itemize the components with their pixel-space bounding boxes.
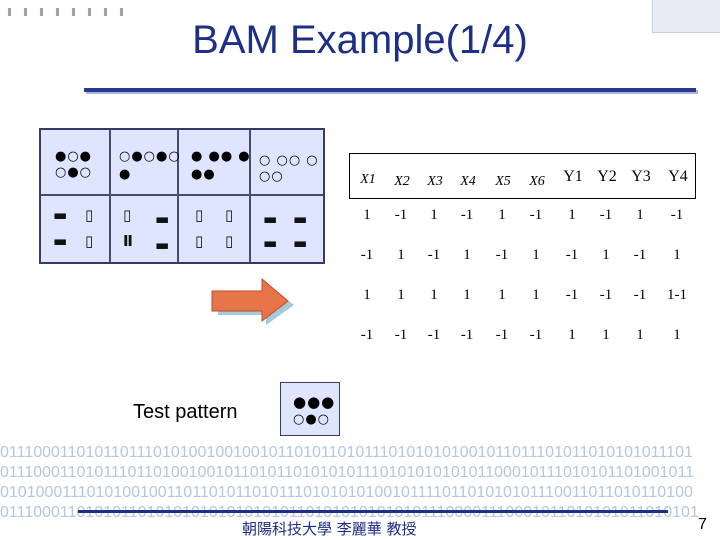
decorative-corner-box	[652, 0, 720, 33]
table-cell: -1	[670, 207, 684, 223]
y-pattern-4-a: ▬	[263, 210, 278, 228]
header-x1: X1	[360, 172, 376, 187]
x-pattern-4-row1: ○ ○○ ○	[259, 153, 319, 168]
table-cell: -1	[495, 327, 509, 343]
test-pattern-row1: ●●●	[293, 393, 336, 411]
y-pattern-3-a: ▯	[195, 206, 204, 224]
header-x6: X6	[529, 174, 545, 189]
table-cell: -1	[427, 327, 441, 343]
y-pattern-4-b: ▬	[293, 210, 308, 228]
binary-line: 0111000110101101110101001001001011010110…	[0, 444, 693, 461]
table-cell: 1	[568, 207, 576, 223]
grid-divider	[41, 194, 323, 196]
grid-divider	[109, 130, 111, 262]
header-y3: Y3	[631, 168, 651, 185]
table-cell: -1	[599, 287, 613, 303]
binary-line: 0101000111010100100110110101101011101010…	[0, 484, 693, 501]
table-cell: -1	[394, 207, 408, 223]
table-cell: 1	[636, 207, 644, 223]
table-cell: -1	[529, 207, 543, 223]
test-pattern-row2: ○●○	[293, 412, 331, 427]
table-header: X1 X2 X3 X4 X5 X6 Y1 Y2 Y3 Y4	[349, 153, 696, 199]
slide-title: BAM Example(1/4)	[192, 18, 528, 62]
x-pattern-4-row2: ○○	[259, 169, 284, 184]
binary-background: 0111000110101101110101001001001011010110…	[0, 440, 720, 540]
table-cell: 1	[430, 287, 438, 303]
table-cell: -1	[495, 247, 509, 263]
test-pattern-label: Test pattern	[133, 401, 238, 423]
header-x4: X4	[460, 174, 476, 189]
y-pattern-1-c: ▯	[85, 206, 94, 224]
table-cell: 1	[636, 327, 644, 343]
y-pattern-3-b: ▯	[225, 206, 234, 224]
y-pattern-1-a: ▬	[53, 206, 68, 224]
table-cell: 1	[397, 247, 405, 263]
table-cell: 1	[568, 327, 576, 343]
table-cell: 1	[397, 287, 405, 303]
table-cell: -1	[529, 327, 543, 343]
test-pattern-box: ●●● ○●○	[280, 382, 340, 436]
table-cell: -1	[633, 247, 647, 263]
y-pattern-3-d: ▯	[225, 232, 234, 250]
table-cell: -1	[565, 247, 579, 263]
title-underline	[84, 88, 696, 92]
binary-line: 0111000110101110110100100101101011010101…	[0, 464, 695, 481]
table-cell: 1	[498, 287, 506, 303]
table-cell: 1-1	[667, 287, 687, 303]
table-cell: -1	[360, 247, 374, 263]
x-pattern-3-row1: ● ●● ●	[191, 149, 251, 164]
footer-rule	[78, 510, 668, 513]
footer-author: 朝陽科技大學 李麗華 教授	[240, 518, 419, 539]
table-cell: 1	[673, 327, 681, 343]
table-cell: -1	[599, 207, 613, 223]
header-y1: Y1	[563, 168, 583, 185]
decorative-dashes	[8, 8, 138, 18]
y-pattern-3-c: ▯	[195, 232, 204, 250]
grid-divider	[177, 130, 179, 262]
table-cell: 1	[463, 247, 471, 263]
grid-divider	[249, 130, 251, 262]
table-cell: -1	[360, 327, 374, 343]
table-cell: -1	[460, 327, 474, 343]
page-number: 7	[698, 516, 707, 533]
y-pattern-1-d: ▯	[85, 232, 94, 250]
table-cell: -1	[427, 247, 441, 263]
table-cell: -1	[633, 287, 647, 303]
header-x2: X2	[394, 174, 410, 189]
pattern-grid: ●○● ○●○ ○●○●○ ● ● ●● ● ●● ○ ○○ ○ ○○ ▬ ▬ …	[39, 128, 325, 264]
header-y4: Y4	[668, 168, 688, 185]
x-pattern-1-row2: ○●○	[55, 165, 93, 180]
table-cell: 1	[602, 247, 610, 263]
x-pattern-1-row1: ●○●	[55, 149, 93, 164]
arrow-right-icon	[211, 277, 294, 325]
table-cell: 1	[673, 247, 681, 263]
x-pattern-2-row2: ●	[119, 167, 132, 182]
header-y2: Y2	[597, 168, 617, 185]
y-pattern-2-d: ▬	[155, 236, 170, 254]
header-x5: X5	[495, 174, 511, 189]
y-pattern-4-d: ▬	[293, 234, 308, 252]
table-cell: 1	[463, 287, 471, 303]
table-cell: 1	[363, 207, 371, 223]
x-pattern-2-row1: ○●○●○	[119, 149, 181, 164]
table-cell: 1	[532, 247, 540, 263]
table-cell: -1	[394, 327, 408, 343]
table-cell: 1	[363, 287, 371, 303]
header-x3: X3	[427, 174, 443, 189]
table-cell: 1	[532, 287, 540, 303]
y-pattern-2-c: Ⅱ	[123, 232, 133, 250]
table-cell: 1	[498, 207, 506, 223]
table-cell: -1	[460, 207, 474, 223]
y-pattern-1-b: ▬	[53, 232, 68, 250]
y-pattern-2-a: ▯	[123, 206, 132, 224]
table-cell: 1	[430, 207, 438, 223]
x-pattern-3-row2: ●●	[191, 167, 216, 182]
y-pattern-2-b: ▬	[155, 210, 170, 228]
table-cell: 1	[602, 327, 610, 343]
table-cell: -1	[565, 287, 579, 303]
y-pattern-4-c: ▬	[263, 234, 278, 252]
